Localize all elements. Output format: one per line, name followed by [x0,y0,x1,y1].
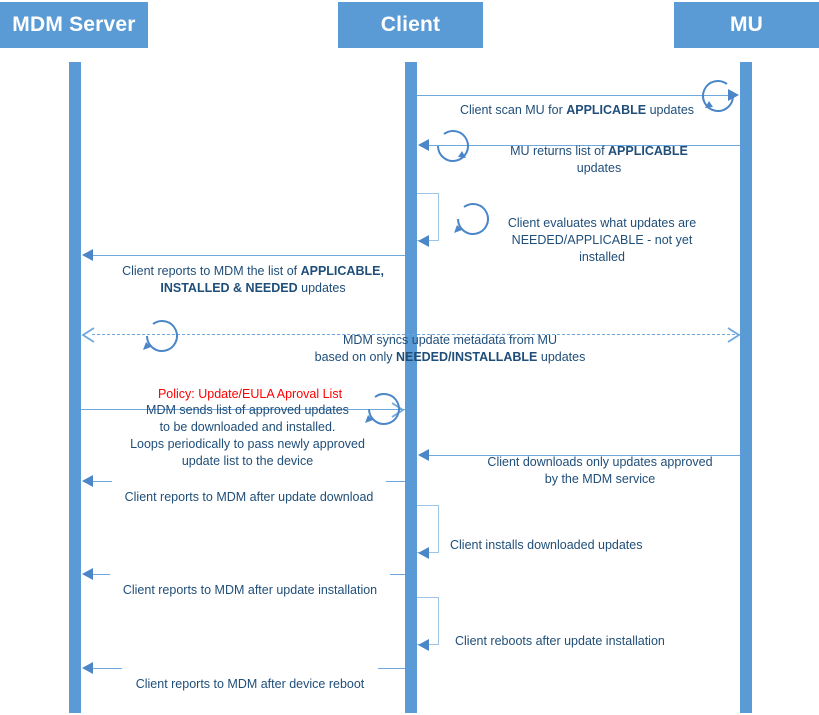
message-line-m4 [93,255,405,256]
message-label-m11-text: Client reboots after update installation [455,634,665,648]
policy-label-m6-text: Policy: Update/EULA Aproval List [157,387,343,401]
participant-mdm-server-label: MDM Server [12,13,136,36]
loop-icon-m1 [702,80,734,112]
arrow-head-m5-left [80,326,96,349]
message-line-m7 [428,455,740,456]
arrow-head-m2 [418,139,429,151]
participant-mu-label: MU [729,13,764,36]
loop-icon-m3 [454,203,489,235]
lifeline-mu [740,62,752,713]
message-label-m4: Client reports to MDM the list of APPLIC… [108,246,398,297]
arrow-head-m6 [390,401,406,424]
arrow-head-m4 [82,249,93,261]
message-label-m1: Client scan MU for APPLICABLE updates [452,85,702,119]
arrow-head-m12 [82,662,93,674]
message-line-m5 [92,334,740,335]
participant-client-label: Client [380,13,441,36]
message-label-m11: Client reboots after update installation [455,616,725,650]
message-label-m4-text: Client reports to MDM the list of APPLIC… [122,264,384,295]
message-line-m1 [417,95,730,96]
loop-icon-m5 [143,320,178,352]
message-line-m6 [81,409,405,410]
self-bracket-m9 [417,505,439,553]
self-bracket-m11 [417,597,439,645]
arrow-head-m1 [728,89,739,101]
message-label-m9-text: Client installs downloaded updates [450,538,643,552]
message-label-m1-text: Client scan MU for APPLICABLE updates [459,103,695,117]
message-label-m10: Client reports to MDM after update insta… [110,565,390,599]
arrow-head-m9 [418,547,429,559]
message-label-m8: Client reports to MDM after update downl… [112,472,386,506]
arrow-head-m11 [418,639,429,651]
message-label-m12: Client reports to MDM after device reboo… [122,659,378,693]
self-bracket-m3 [417,193,439,241]
lifeline-mdm-server [69,62,81,713]
policy-label-m6: Policy: Update/EULA Aproval List [105,369,395,403]
arrow-head-m3 [418,235,429,247]
lifeline-client [405,62,417,713]
loop-icon-m2 [437,130,469,162]
arrow-head-m10 [82,568,93,580]
message-label-m10-text: Client reports to MDM after update insta… [122,583,378,597]
message-label-m8-text: Client reports to MDM after update downl… [124,490,374,504]
participant-client[interactable]: Client [338,2,483,48]
arrow-head-m8 [82,475,93,487]
message-label-m12-text: Client reports to MDM after device reboo… [135,677,365,691]
arrow-head-m5-right [726,326,742,349]
participant-mu[interactable]: MU [674,2,819,48]
loop-icon-m6 [365,393,400,425]
message-label-m9: Client installs downloaded updates [450,520,710,554]
arrow-head-m7 [418,449,429,461]
participant-mdm-server[interactable]: MDM Server [0,2,148,48]
message-line-m2 [428,145,740,146]
